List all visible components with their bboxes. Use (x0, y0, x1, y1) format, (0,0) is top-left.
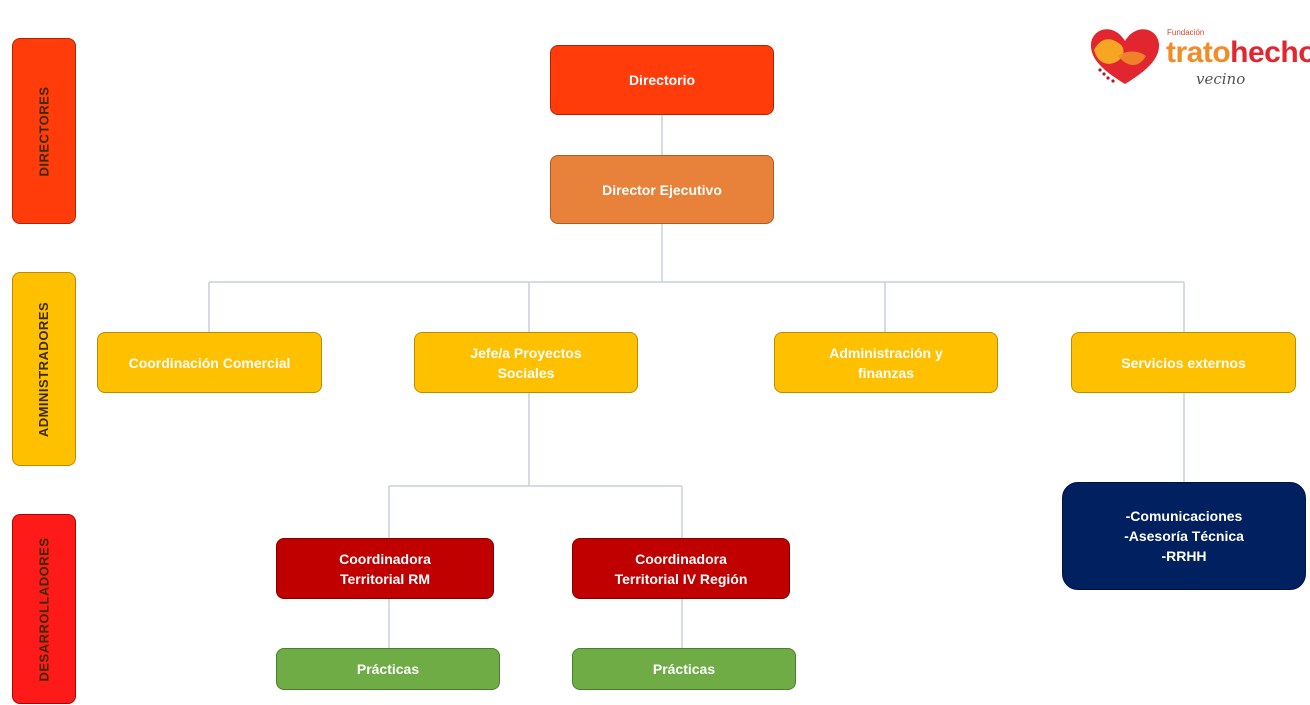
node-practicas-iv: Prácticas (572, 648, 796, 690)
node-coordinadora-rm: Coordinadora Territorial RM (276, 538, 494, 599)
level-directores: DIRECTORES (12, 38, 76, 224)
level-administradores-label: ADMINISTRADORES (36, 301, 52, 437)
node-director-ejecutivo: Director Ejecutivo (550, 155, 774, 224)
node-servicios-externos: Servicios externos (1071, 332, 1296, 393)
level-desarrolladores: DESARROLLADORES (12, 514, 76, 704)
level-administradores: ADMINISTRADORES (12, 272, 76, 466)
level-desarrolladores-label: DESARROLLADORES (36, 536, 52, 682)
node-servicios-detalle: -Comunicaciones -Asesoría Técnica -RRHH (1062, 482, 1306, 590)
node-coordinacion-comercial: Coordinación Comercial (97, 332, 322, 393)
logo-script-text: vecino (1196, 70, 1246, 88)
level-directores-label: DIRECTORES (36, 86, 52, 176)
logo-fundacion-text: Fundación (1167, 28, 1205, 37)
fundacion-logo: Fundación tratohecho vecino (1088, 26, 1310, 90)
logo-word-hecho: hecho (1230, 36, 1310, 69)
node-coordinadora-iv: Coordinadora Territorial IV Región (572, 538, 790, 599)
node-jefe-proyectos-sociales: Jefe/a Proyectos Sociales (414, 332, 638, 393)
logo-word-trato: trato (1166, 36, 1231, 69)
node-administracion-finanzas: Administración y finanzas (774, 332, 998, 393)
logo-brand-text: tratohecho (1166, 36, 1310, 70)
node-practicas-rm: Prácticas (276, 648, 500, 690)
node-directorio: Directorio (550, 45, 774, 115)
heart-hands-icon (1090, 29, 1160, 84)
